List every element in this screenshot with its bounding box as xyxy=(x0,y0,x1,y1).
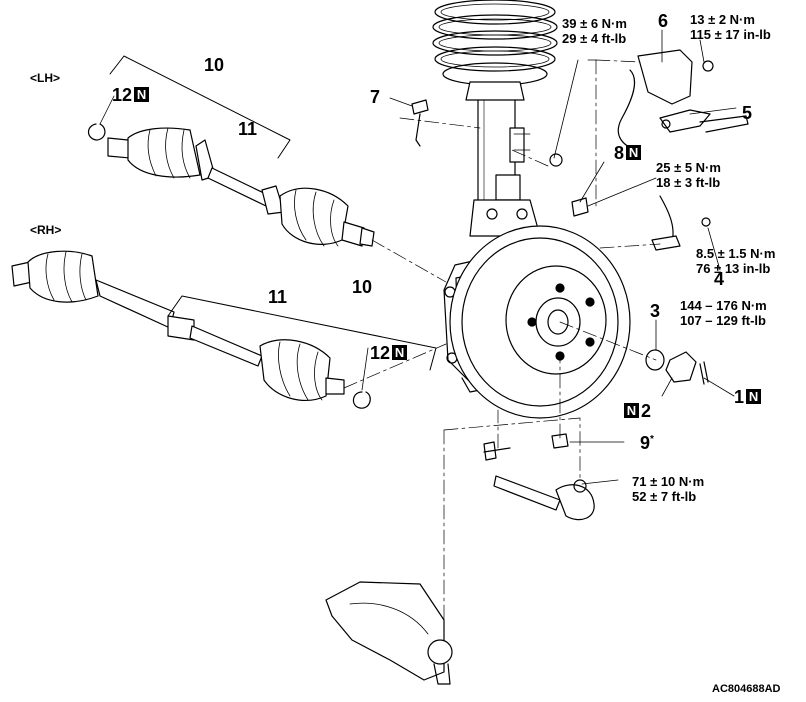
torque-tie-rod-nut: 71 ± 10 N·m 52 ± 7 ft-lb xyxy=(632,474,705,504)
stabilizer-link xyxy=(412,100,428,146)
callout-10-rh: 10 xyxy=(352,277,373,297)
callout-5: 5 xyxy=(742,103,753,123)
callout-10-lh: 10 xyxy=(204,55,225,75)
torque-sensor-bolt: 8.5 ± 1.5 N·m 76 ± 13 in-lb xyxy=(696,246,776,276)
torque-strut-nut: 39 ± 6 N·m 29 ± 4 ft-lb xyxy=(562,16,627,46)
drive-shaft-rh xyxy=(12,251,344,400)
circlip-rh xyxy=(353,392,370,408)
kit-bracket-lh xyxy=(110,56,290,158)
new-part-badge: N xyxy=(746,389,762,404)
coil-spring xyxy=(433,0,557,85)
torque-hub-nut: 144 – 176 N·m 107 – 129 ft-lb xyxy=(680,298,767,328)
new-part-badge: N xyxy=(392,345,408,360)
tie-rod-end xyxy=(494,476,594,520)
callout-7: 7 xyxy=(370,87,381,107)
callout-6: 6 xyxy=(658,11,669,31)
torque-bracket-bolt: 13 ± 2 N·m 115 ± 17 in-lb xyxy=(690,12,771,42)
new-part-badge: N xyxy=(626,145,642,160)
side-label-rh: <RH> xyxy=(30,223,62,237)
callout-11-lh: 11 xyxy=(238,119,258,139)
circlip-lh xyxy=(89,124,105,140)
new-part-badge: N xyxy=(134,87,150,102)
kit-bracket-rh xyxy=(168,296,436,370)
torque-stabilizer-nut: 25 ± 5 N·m 18 ± 3 ft-lb xyxy=(656,160,721,190)
speed-sensor xyxy=(652,196,710,250)
fasteners xyxy=(484,154,588,460)
new-part-badge: N xyxy=(624,403,639,418)
hub-nut-parts xyxy=(646,350,708,384)
figure-code: AC804688AD xyxy=(712,683,781,695)
alignment-lines xyxy=(344,60,660,640)
strut-assembly xyxy=(466,82,540,236)
drive-shaft-lh xyxy=(108,128,374,246)
callout-11-rh: 11 xyxy=(268,287,288,307)
brake-rotor xyxy=(450,226,630,418)
side-label-lh: <LH> xyxy=(30,71,61,85)
callout-4: 4 xyxy=(714,269,725,289)
leader-lines xyxy=(100,30,736,484)
sensor-bracket xyxy=(618,50,748,150)
callout-9: 9* xyxy=(640,433,654,453)
lower-arm xyxy=(326,582,452,684)
callout-3: 3 xyxy=(650,301,661,321)
